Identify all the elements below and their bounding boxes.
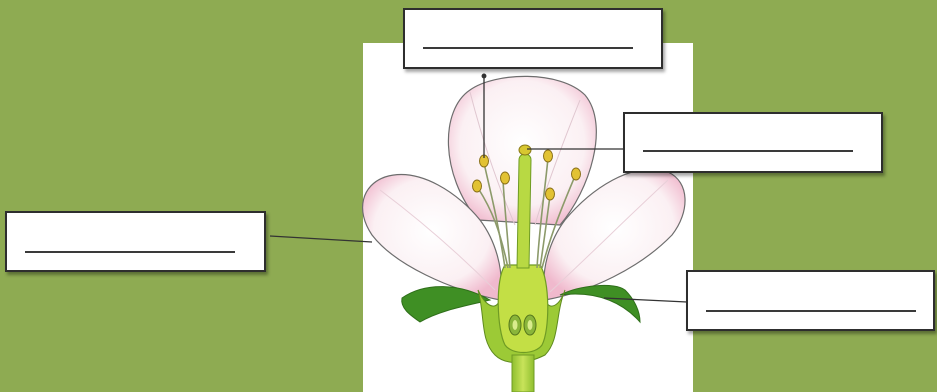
- label-box-left[interactable]: [5, 211, 266, 272]
- sepal-right: [560, 285, 640, 322]
- label-box-right-upper[interactable]: [623, 112, 883, 173]
- label-blank-right-lower: [706, 310, 916, 312]
- label-blank-right-upper: [643, 150, 853, 152]
- flower-stem: [512, 355, 534, 392]
- label-box-right-lower[interactable]: [686, 270, 935, 331]
- style: [517, 154, 531, 268]
- label-blank-left: [25, 251, 235, 253]
- ovary: [498, 265, 548, 353]
- leader-line-left: [270, 236, 372, 242]
- label-box-top[interactable]: [403, 8, 663, 69]
- label-blank-top: [423, 47, 633, 49]
- stigma: [519, 145, 531, 155]
